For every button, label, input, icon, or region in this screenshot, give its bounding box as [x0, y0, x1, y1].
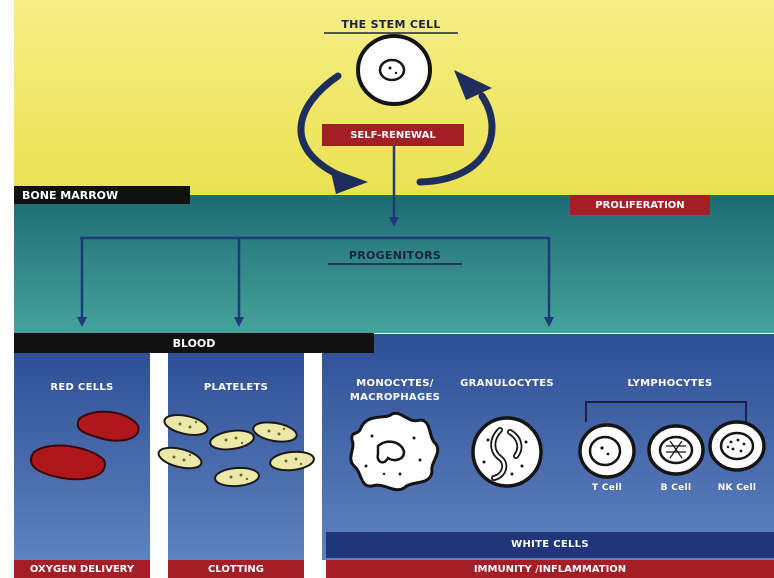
proliferation-label: PROLIFERATION: [570, 195, 710, 215]
bone-marrow-label: BONE MARROW: [14, 186, 190, 204]
platelet-icon: [157, 414, 315, 488]
progenitors-label: PROGENITORS: [348, 249, 442, 262]
diagram-title: THE STEM CELL: [341, 18, 441, 31]
self-renewal-arrow-left: [297, 72, 349, 182]
white-gap-left: [0, 0, 14, 578]
blood-label: BLOOD: [14, 333, 374, 353]
immunity-inflammation-label: IMMUNITY /INFLAMMATION: [326, 560, 774, 578]
macrophage-icon: [349, 411, 440, 492]
self-renewal-arrowhead-left: [330, 168, 368, 194]
self-renewal-arrow-right: [416, 92, 496, 186]
t-cell-label: T Cell: [592, 483, 622, 493]
t-cell-icon: [578, 423, 636, 479]
white-cells-label: WHITE CELLS: [511, 539, 589, 550]
stem-cell-icon: [356, 34, 432, 106]
granulocytes-title: GRANULOCYTES: [460, 378, 554, 389]
nk-cell-label: NK Cell: [717, 483, 757, 493]
monocytes-title-line1: MONOCYTES/: [356, 378, 434, 389]
granulocyte-icon: [471, 416, 543, 488]
self-renewal-label: SELF-RENEWAL: [322, 124, 464, 146]
b-cell-label: B Cell: [660, 483, 692, 493]
monocytes-title-line2: MACROPHAGES: [349, 392, 441, 403]
lymphocyte-bracket: [585, 401, 747, 422]
clotting-label: CLOTTING: [168, 560, 304, 578]
white-cells-bar: [326, 532, 774, 558]
oxygen-delivery-label: OXYGEN DELIVERY: [14, 560, 150, 578]
self-renewal-arrowhead-right: [454, 70, 492, 100]
b-cell-icon: [647, 424, 705, 476]
lymphocytes-title: LYMPHOCYTES: [627, 378, 713, 389]
platelets-title: PLATELETS: [203, 382, 269, 393]
red-blood-cell-icon: [30, 410, 140, 481]
nk-cell-icon: [708, 420, 766, 472]
red-cells-title: RED CELLS: [50, 382, 114, 393]
